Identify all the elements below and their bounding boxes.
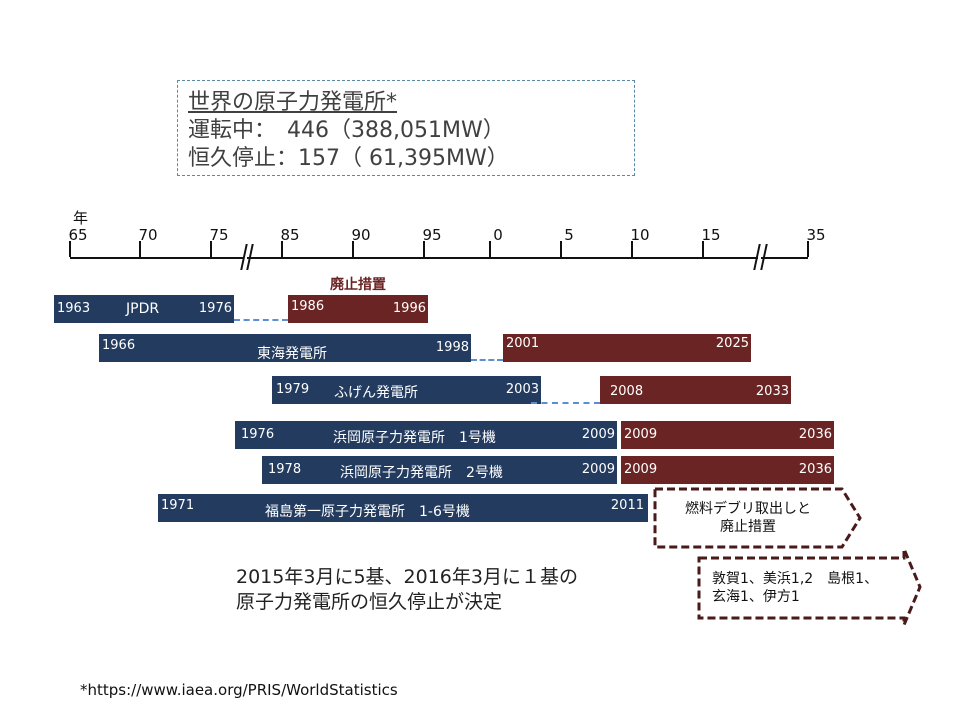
callout-line-1: 燃料デブリ取出しと — [685, 501, 811, 517]
end-year: 2009 — [581, 427, 615, 442]
start-year: 1966 — [102, 338, 136, 353]
decommission-label: 廃止措置 — [330, 277, 386, 293]
axis-break-gap-1 — [244, 246, 247, 268]
note-line-1: 2015年3月に5基、2016年3月に１基の — [236, 566, 578, 588]
axis-tick-label: 65 — [68, 226, 88, 244]
shutdown-plants-callout: 敦賀1、美浜1,2 島根1、 玄海1、伊方1 — [696, 546, 924, 628]
decom-end-year: 2036 — [798, 462, 832, 477]
start-year: 1979 — [276, 382, 310, 397]
timeline-axis — [70, 257, 808, 259]
axis-tick — [210, 241, 212, 257]
decom-start-year: 2008 — [610, 384, 644, 399]
axis-tick — [69, 241, 71, 257]
plant-name: ふげん発電所 — [334, 385, 418, 401]
decommission-bar-hamaoka-1: 2009 2036 — [621, 421, 834, 449]
end-year: 2009 — [581, 462, 615, 477]
operation-bar-jpdr: 1963 JPDR 1976 — [54, 295, 234, 323]
axis-tick-label: 15 — [701, 226, 721, 244]
note-line-2: 原子力発電所の恒久停止が決定 — [236, 591, 503, 613]
axis-tick-label: 35 — [806, 226, 826, 244]
decom-start-year: 2001 — [506, 336, 540, 351]
transition-link — [234, 319, 288, 321]
plant-name: JPDR — [126, 301, 160, 317]
decommission-bar-fugen: 2008 2033 — [600, 376, 791, 404]
callout-arrow-shape — [697, 548, 922, 626]
axis-tick-label: 85 — [280, 226, 300, 244]
operation-bar-fugen: 1979 ふげん発電所 2003 — [272, 376, 541, 404]
callout-line-2: 廃止措置 — [720, 519, 776, 535]
axis-tick-label: 70 — [138, 226, 158, 244]
axis-tick — [423, 241, 425, 257]
axis-tick-label: 90 — [351, 226, 371, 244]
start-year: 1976 — [241, 427, 275, 442]
start-year: 1978 — [268, 462, 302, 477]
decom-end-year: 2036 — [798, 427, 832, 442]
source-footnote: *https://www.iaea.org/PRIS/WorldStatisti… — [80, 681, 398, 699]
axis-tick — [702, 241, 704, 257]
decom-end-year: 2033 — [755, 384, 789, 399]
axis-tick — [560, 241, 562, 257]
transition-link — [531, 402, 600, 404]
axis-tick — [352, 241, 354, 257]
plant-name: 浜岡原子力発電所 2号機 — [340, 465, 503, 481]
decom-start-year: 1986 — [291, 299, 325, 314]
decom-end-year: 1996 — [392, 301, 426, 316]
axis-tick — [489, 241, 491, 257]
end-year: 2003 — [505, 382, 539, 397]
decom-start-year: 2009 — [624, 427, 658, 442]
plant-name: 浜岡原子力発電所 1号機 — [333, 430, 496, 446]
shutdown-decision-note: 2015年3月に5基、2016年3月に１基の 原子力発電所の恒久停止が決定 — [236, 565, 578, 615]
summary-box: 世界の原子力発電所* 運転中： 446（388,051MW） 恒久停止：157（… — [177, 80, 635, 176]
decom-start-year: 2009 — [624, 462, 658, 477]
plant-name: 東海発電所 — [257, 346, 327, 362]
summary-title: 世界の原子力発電所* — [188, 90, 398, 115]
axis-unit-label: 年 — [73, 209, 89, 227]
operation-bar-tokai: 1966 東海発電所 1998 — [99, 334, 471, 362]
summary-operating: 運転中： 446（388,051MW） — [188, 118, 505, 143]
axis-tick-label: 75 — [209, 226, 229, 244]
end-year: 1998 — [435, 340, 469, 355]
axis-tick — [139, 241, 141, 257]
decommission-bar-hamaoka-2: 2009 2036 — [621, 456, 834, 484]
axis-tick-label: 5 — [564, 226, 574, 244]
plant-name: 福島第一原子力発電所 1-6号機 — [265, 504, 470, 520]
end-year: 2011 — [610, 498, 644, 513]
axis-tick — [281, 241, 283, 257]
decommission-bar-tokai: 2001 2025 — [503, 334, 751, 362]
start-year: 1971 — [161, 498, 195, 513]
axis-break-gap-2 — [758, 246, 761, 268]
axis-tick-label: 10 — [630, 226, 650, 244]
operation-bar-hamaoka-1: 1976 浜岡原子力発電所 1号機 2009 — [235, 421, 617, 449]
start-year: 1963 — [57, 301, 91, 316]
operation-bar-hamaoka-2: 1978 浜岡原子力発電所 2号機 2009 — [262, 456, 617, 484]
end-year: 1976 — [198, 301, 232, 316]
axis-tick — [631, 241, 633, 257]
callout-arrow-shape — [653, 487, 862, 549]
axis-tick-label: 95 — [422, 226, 442, 244]
callout-line-2: 玄海1、伊方1 — [712, 589, 800, 605]
axis-tick — [807, 241, 809, 257]
decommission-bar-jpdr: 1986 1996 — [288, 295, 428, 323]
decom-end-year: 2025 — [715, 336, 749, 351]
transition-link — [471, 359, 503, 361]
callout-line-1: 敦賀1、美浜1,2 島根1、 — [712, 571, 879, 587]
axis-tick-label: 0 — [493, 226, 503, 244]
operation-bar-fukushima: 1971 福島第一原子力発電所 1-6号機 2011 — [158, 494, 648, 522]
fukushima-debris-callout: 燃料デブリ取出しと 廃止措置 — [652, 486, 864, 550]
summary-shutdown: 恒久停止：157（ 61,395MW） — [188, 146, 509, 171]
